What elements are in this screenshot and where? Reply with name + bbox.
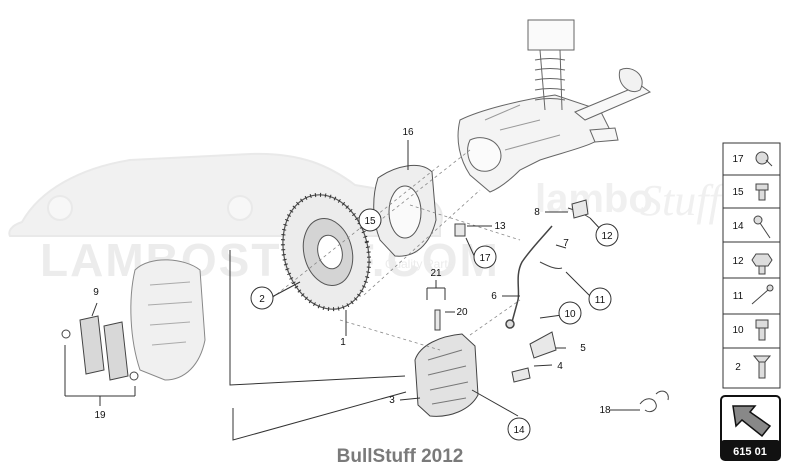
watermark-brand-small: Quality Parts	[385, 257, 454, 271]
circled-callout-14: 14	[507, 417, 531, 441]
page-code-box: 615 01	[720, 395, 781, 461]
legend-item-15: 15	[732, 183, 769, 201]
callout-16: 16	[402, 127, 414, 138]
circled-callout-11: 11	[588, 287, 612, 311]
legend-num-10: 10	[732, 325, 744, 336]
watermark-brand-side-b: Stuff	[640, 176, 726, 225]
small-parts-drawing	[434, 199, 669, 413]
legend-num-12: 12	[732, 256, 744, 267]
callout-17: 17	[479, 253, 491, 264]
callout-9: 9	[93, 287, 99, 298]
brake-disc-drawing	[280, 192, 372, 312]
socket-screw-icon	[755, 319, 769, 341]
callout-3: 3	[389, 395, 395, 406]
callout-1: 1	[340, 337, 346, 348]
legend-num-11: 11	[733, 291, 744, 302]
callout-20: 20	[456, 307, 468, 318]
callout-8: 8	[534, 207, 540, 218]
legend-item-12: 12	[732, 253, 773, 275]
parts-legend-panel: 17 15 14 12 11 10 2	[722, 142, 781, 389]
caliper-body-left-drawing	[130, 259, 206, 381]
legend-item-17: 17	[732, 151, 773, 167]
suspension-assembly-drawing	[457, 19, 652, 193]
brake-caliper-drawing	[414, 333, 479, 417]
legend-item-14: 14	[732, 215, 771, 239]
legend-num-14: 14	[732, 221, 744, 232]
arrow-icon	[732, 405, 772, 438]
hex-bolt-icon	[751, 253, 773, 275]
circled-callout-12: 12	[595, 223, 619, 247]
callout-labels: 1 3 4 5 6 7 8 9 13 16 18 19 20 21 2 10 1…	[93, 127, 619, 441]
legend-item-11: 11	[733, 284, 774, 305]
callout-15: 15	[364, 216, 376, 227]
circled-callout-17: 17	[473, 245, 497, 269]
callout-2: 2	[259, 294, 265, 305]
watermark: LAMBOSTUFF.COM lambo Stuff Quality Parts	[8, 152, 726, 286]
callout-13: 13	[494, 221, 506, 232]
rivet-icon	[751, 284, 774, 305]
solid-leader-lines	[64, 140, 640, 441]
callout-7: 7	[563, 238, 569, 249]
callout-19: 19	[94, 410, 106, 421]
page-code: 615 01	[733, 446, 767, 458]
circled-callout-15: 15	[358, 208, 382, 232]
dashed-leader-lines	[271, 149, 521, 351]
callout-6: 6	[491, 291, 497, 302]
diagram-caption: BullStuff 2012	[336, 446, 464, 467]
countersunk-screw-icon	[752, 355, 772, 379]
legend-item-10: 10	[732, 319, 769, 341]
bolt-icon	[755, 183, 769, 201]
callout-4: 4	[557, 361, 563, 372]
callout-18: 18	[599, 405, 611, 416]
circled-callout-2: 2	[250, 286, 274, 310]
circled-callout-10: 10	[558, 301, 582, 325]
callout-14: 14	[513, 425, 525, 436]
watermark-brand-side-a: lambo	[535, 177, 653, 221]
callout-21: 21	[430, 268, 442, 279]
legend-num-15: 15	[732, 187, 744, 198]
callout-11: 11	[595, 295, 606, 306]
screw-icon	[755, 151, 773, 167]
legend-item-2: 2	[735, 355, 772, 379]
long-screw-icon	[753, 215, 771, 239]
legend-num-2: 2	[735, 362, 741, 373]
legend-num-17: 17	[732, 154, 744, 165]
callout-12: 12	[601, 231, 613, 242]
wear-sensor-cable-drawing	[505, 207, 591, 329]
heat-shield-drawing	[373, 164, 437, 257]
callout-10: 10	[564, 309, 576, 320]
callout-5: 5	[580, 343, 586, 354]
brake-pads-drawing	[61, 315, 139, 381]
